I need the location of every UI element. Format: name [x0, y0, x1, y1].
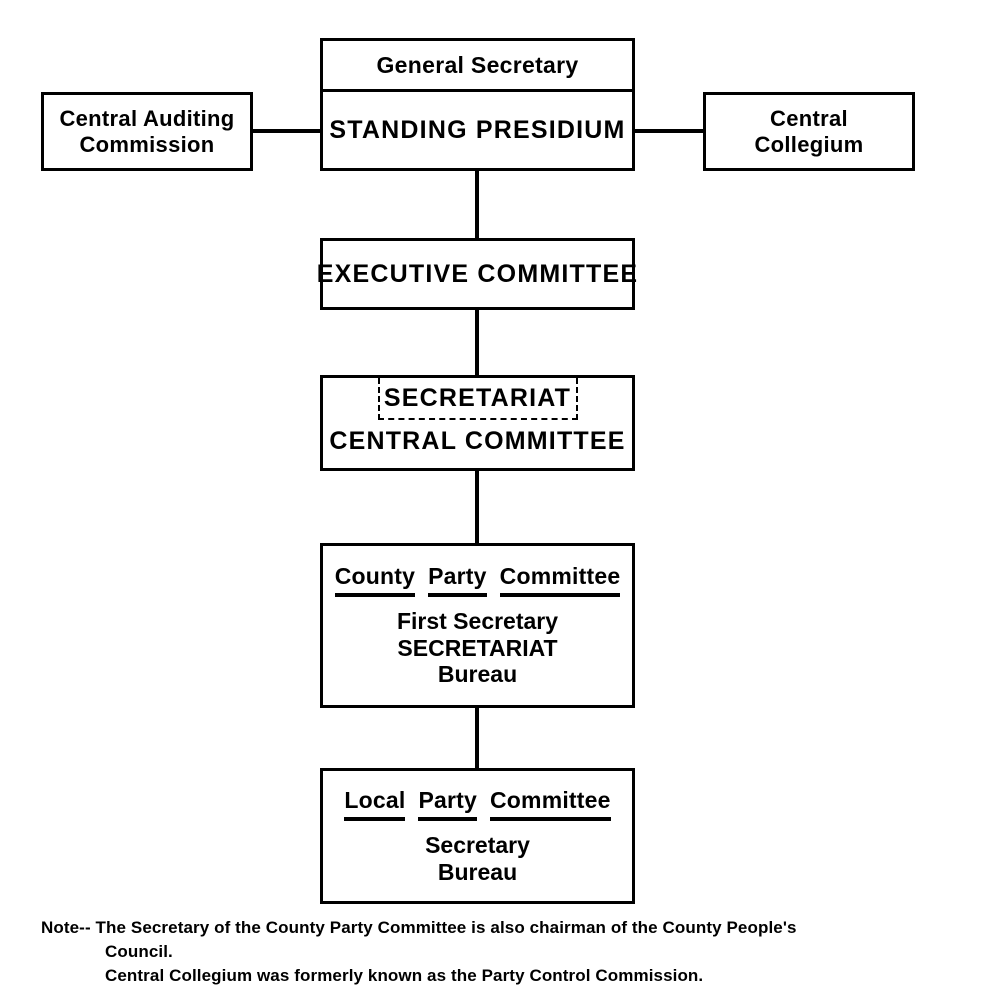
county-heading-word-1: County: [334, 563, 416, 597]
local-heading-word-2: Party: [418, 787, 477, 821]
node-local-party-committee[interactable]: Local Party Committee Secretary Bureau: [320, 768, 635, 904]
central-collegium-line-1: Central: [770, 105, 848, 131]
connector-presidium-to-collegium: [628, 129, 710, 133]
secretariat-label: SECRETARIAT: [383, 384, 572, 412]
county-heading: County Party Committee: [334, 563, 621, 597]
footnote-text-1: The Secretary of the County Party Commit…: [95, 918, 797, 937]
connector-executive-to-central-committee: [475, 304, 479, 382]
node-general-secretary: General Secretary: [323, 41, 632, 92]
local-heading: Local Party Committee: [344, 787, 610, 821]
central-auditing-line-1: Central Auditing: [59, 105, 235, 131]
connector-presidium-to-auditing: [245, 129, 327, 133]
executive-committee-label: EXECUTIVE COMMITTEE: [316, 259, 639, 288]
general-secretary-label: General Secretary: [376, 51, 579, 78]
footnote-label: Note--: [41, 918, 91, 937]
node-central-committee[interactable]: SECRETARIAT CENTRAL COMMITTEE: [320, 375, 635, 471]
county-heading-word-3: Committee: [499, 563, 621, 597]
local-bureau-label: Bureau: [437, 858, 518, 885]
connector-central-committee-to-county: [475, 465, 479, 550]
node-central-auditing-commission[interactable]: Central Auditing Commission: [41, 92, 253, 171]
standing-presidium-label: STANDING PRESIDIUM: [329, 115, 626, 144]
connector-presidium-to-executive: [475, 165, 479, 245]
county-secretariat-label: SECRETARIAT: [397, 634, 558, 661]
footnote-line-1: Note-- The Secretary of the County Party…: [41, 916, 951, 940]
central-collegium-line-2: Collegium: [754, 131, 864, 157]
central-auditing-line-2: Commission: [79, 131, 215, 157]
central-committee-label: CENTRAL COMMITTEE: [329, 427, 626, 455]
county-heading-word-2: Party: [428, 563, 487, 597]
local-heading-word-1: Local: [344, 787, 406, 821]
county-first-secretary-label: First Secretary: [396, 607, 559, 634]
node-standing-presidium[interactable]: General Secretary STANDING PRESIDIUM: [320, 38, 635, 171]
footnote: Note-- The Secretary of the County Party…: [41, 916, 951, 988]
standing-presidium-section: STANDING PRESIDIUM: [323, 92, 632, 168]
node-central-collegium[interactable]: Central Collegium: [703, 92, 915, 171]
node-county-party-committee[interactable]: County Party Committee First Secretary S…: [320, 543, 635, 708]
footnote-line-2: Council.: [105, 942, 173, 962]
connector-county-to-local: [475, 702, 479, 775]
node-executive-committee[interactable]: EXECUTIVE COMMITTEE: [316, 238, 639, 310]
local-secretary-label: Secretary: [425, 831, 530, 858]
local-heading-word-3: Committee: [489, 787, 611, 821]
node-secretariat-dashed[interactable]: SECRETARIAT: [377, 378, 578, 420]
county-bureau-label: Bureau: [437, 661, 518, 688]
footnote-line-3: Central Collegium was formerly known as …: [105, 966, 704, 986]
